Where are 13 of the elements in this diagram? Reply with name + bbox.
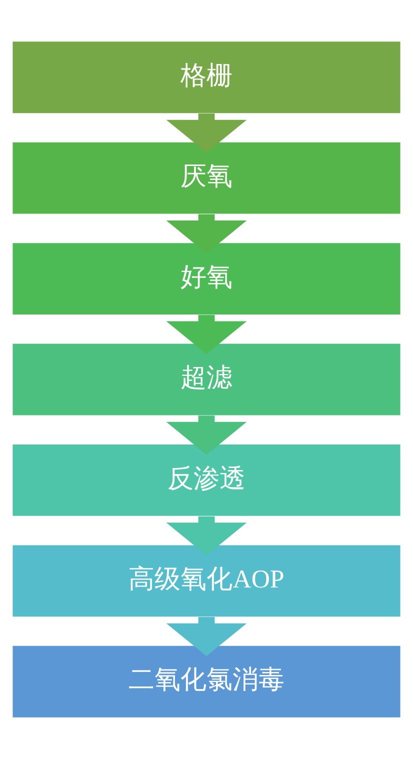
node-box: 高级氧化AOP [12,545,400,617]
node-box: 好氧 [12,243,400,315]
node-box: 二氧化氯消毒 [12,646,400,718]
node-box: 反渗透 [12,444,400,516]
node-box: 格栅 [12,42,400,114]
node-box: 超滤 [12,344,400,416]
arrow [166,617,247,656]
arrow [166,314,247,354]
arrow [166,214,247,254]
arrow [166,114,247,153]
arrow [166,516,247,556]
arrow [166,416,247,455]
node-box: 厌氧 [12,142,400,214]
